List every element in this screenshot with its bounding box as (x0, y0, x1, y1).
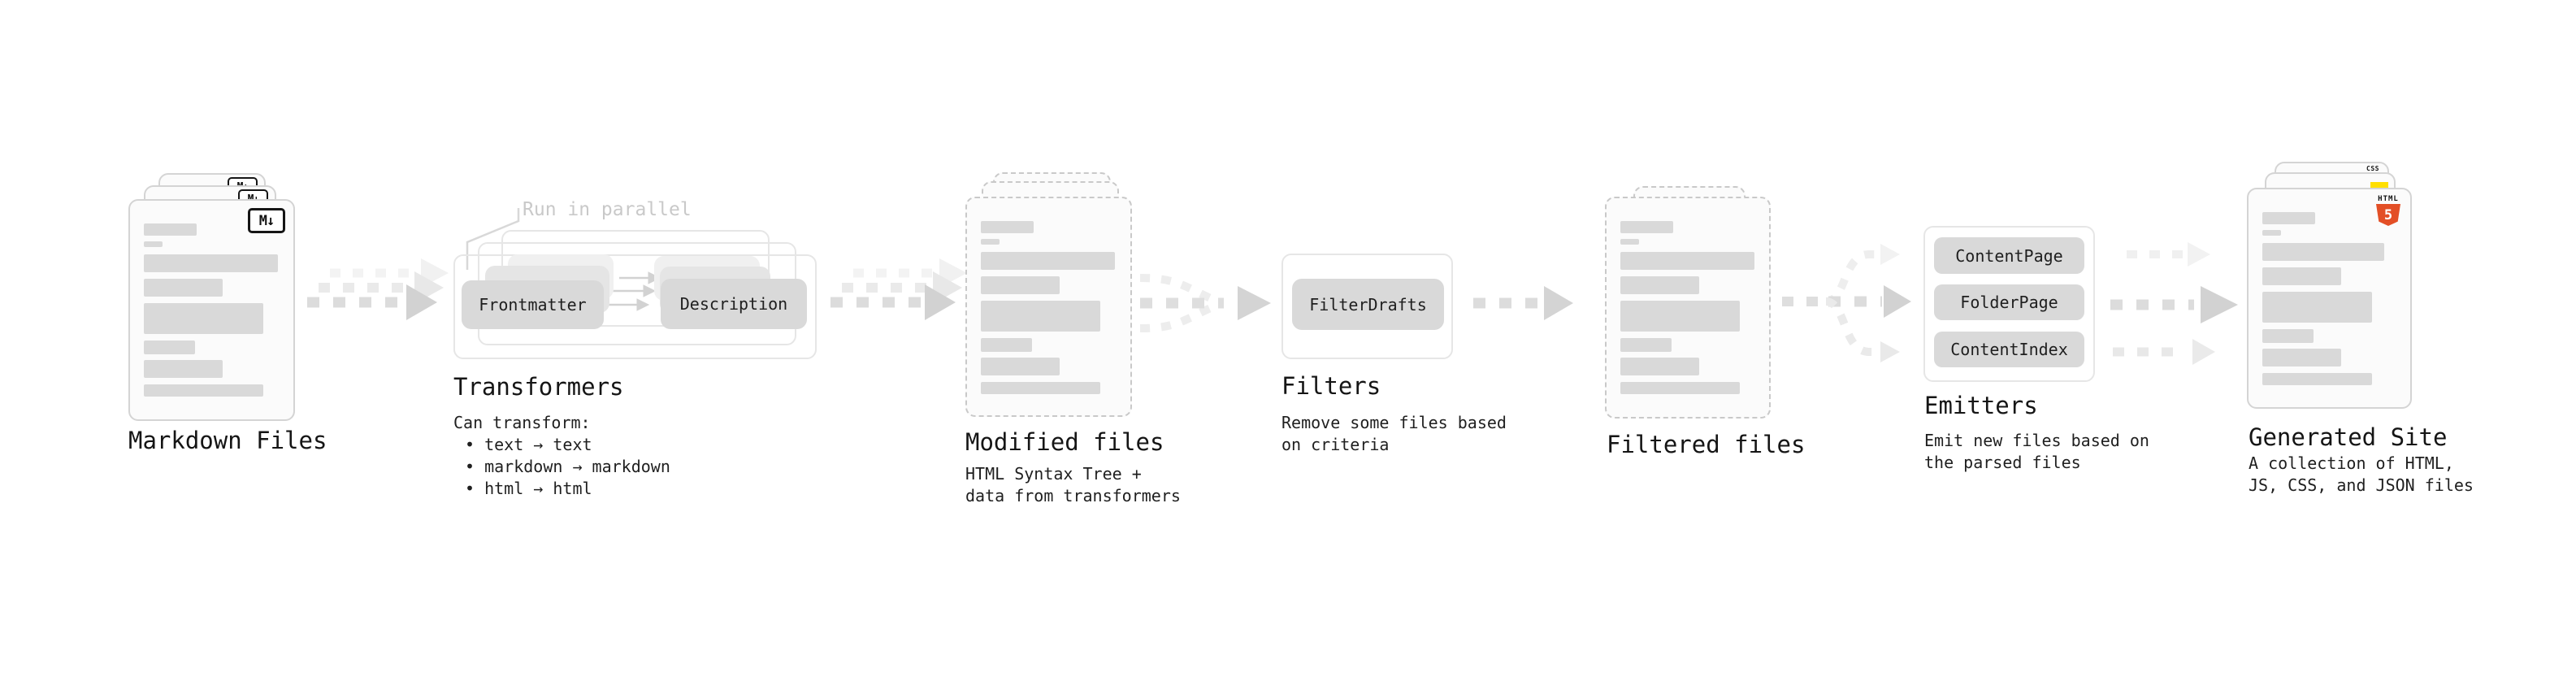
run-in-parallel-leader-line (466, 208, 520, 270)
transformers-title: Transformers (453, 373, 624, 401)
html5-icon: HTML 5 (2374, 195, 2402, 226)
flow-arrow-modified-to-filters (1139, 274, 1271, 332)
flow-arrow-emitters-to-site (2110, 242, 2238, 365)
text-line-placeholder (2262, 243, 2384, 261)
html-file-card: HTML 5 (2247, 188, 2412, 409)
document-text-placeholder (981, 221, 1115, 394)
emitters-title: Emitters (1924, 392, 2038, 419)
generated-site-stack: CSS HTML 5 (2247, 162, 2429, 414)
text-line-placeholder (981, 382, 1100, 394)
text-line-placeholder (981, 358, 1060, 375)
flow-arrow-transformers-to-modified (830, 258, 967, 320)
filtered-files-title: Filtered files (1607, 431, 1806, 458)
filtered-file-card-front (1605, 197, 1771, 419)
modified-files-subtitle: HTML Syntax Tree + data from transformer… (965, 464, 1181, 505)
transformers-description-heading: Can transform: (453, 413, 591, 432)
contentindex-box: ContentIndex (1934, 332, 2084, 367)
markdown-icon: M↓ (248, 208, 285, 233)
modified-files-stack (965, 172, 1147, 424)
text-line-placeholder (2262, 292, 2372, 323)
text-line-placeholder (144, 279, 223, 297)
markdown-file-card-front: M↓ (128, 199, 295, 421)
modified-files-title: Modified files (965, 428, 1164, 456)
generated-site-subtitle: A collection of HTML, JS, CSS, and JSON … (2249, 453, 2474, 495)
frontmatter-box: Frontmatter (462, 280, 604, 329)
capability-item: • markdown → markdown (465, 457, 670, 476)
markdown-files-title: Markdown Files (128, 427, 327, 454)
generated-site-title: Generated Site (2249, 423, 2448, 451)
text-line-placeholder (1620, 276, 1699, 294)
modified-file-card-front (965, 197, 1132, 417)
flow-arrow-filtered-to-emitters (1782, 244, 1911, 362)
text-line-placeholder (144, 360, 223, 378)
markdown-files-stack: M↓ M↓ M↓ (128, 173, 310, 425)
text-line-placeholder (981, 276, 1060, 294)
text-line-placeholder (1620, 301, 1740, 332)
text-line-placeholder (981, 221, 1034, 233)
text-line-placeholder (1620, 382, 1740, 394)
text-line-placeholder (144, 340, 195, 354)
text-line-placeholder (981, 301, 1100, 332)
transformers-container-front (453, 254, 817, 359)
text-line-placeholder (144, 384, 263, 397)
text-line-placeholder (144, 303, 263, 334)
document-text-placeholder (144, 223, 278, 397)
filtered-files-stack (1605, 186, 1787, 426)
filterdrafts-box: FilterDrafts (1292, 279, 1444, 330)
transformer-step-arrows (606, 271, 661, 311)
filters-title: Filters (1281, 372, 1381, 400)
text-line-placeholder (2262, 329, 2314, 343)
capability-item: • html → html (465, 479, 592, 498)
text-line-placeholder (1620, 221, 1673, 233)
text-line-placeholder (2262, 212, 2315, 224)
folderpage-box: FolderPage (1934, 284, 2084, 320)
text-line-placeholder (2262, 230, 2281, 236)
filters-subtitle: Remove some files based on criteria (1281, 413, 1507, 454)
text-line-placeholder (981, 338, 1032, 352)
text-line-placeholder (2262, 267, 2341, 285)
text-line-placeholder (981, 239, 1000, 245)
text-line-placeholder (1620, 338, 1672, 352)
text-line-placeholder (1620, 239, 1639, 245)
text-line-placeholder (981, 252, 1115, 270)
text-line-placeholder (144, 241, 163, 247)
document-text-placeholder (1620, 221, 1754, 394)
capability-item: • text → text (465, 435, 592, 454)
transformers-description: Can transform: • text → text • markdown … (453, 412, 670, 500)
text-line-placeholder (2262, 349, 2341, 367)
document-text-placeholder (2262, 212, 2384, 385)
text-line-placeholder (1620, 358, 1699, 375)
flow-arrow-filters-to-filtered (1473, 286, 1573, 320)
run-in-parallel-note: Run in parallel (523, 199, 692, 220)
text-line-placeholder (2262, 373, 2372, 385)
text-line-placeholder (1620, 252, 1754, 270)
emitters-subtitle: Emit new files based on the parsed files (1924, 431, 2149, 472)
text-line-placeholder (144, 254, 278, 272)
flow-arrow-markdown-to-transformers (307, 258, 449, 320)
contentpage-box: ContentPage (1934, 237, 2084, 274)
text-line-placeholder (144, 223, 197, 236)
description-box: Description (661, 279, 807, 329)
